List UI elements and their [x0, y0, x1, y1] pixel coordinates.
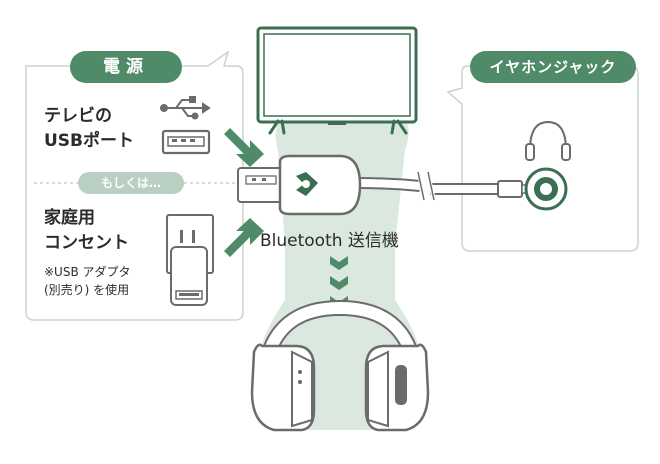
headphones-icon	[250, 299, 430, 432]
tv-icon	[256, 26, 418, 135]
usb-port-icon	[161, 129, 211, 155]
transmitter-label: Bluetooth 送信機	[260, 231, 399, 251]
power-panel-title: 電源	[70, 51, 182, 83]
jack-panel	[446, 65, 639, 252]
outlet-label-line2: コンセント	[44, 233, 129, 253]
arrow-icon	[224, 128, 264, 257]
or-label: もしくは…	[78, 172, 184, 194]
adapter-note-line1: ※USB アダプタ	[44, 265, 131, 279]
usb-symbol-icon	[160, 96, 211, 120]
tv-usb-label-line2: USBポート	[44, 131, 135, 151]
jack-panel-title: イヤホンジャック	[470, 51, 636, 83]
audio-jack-icon	[524, 167, 568, 211]
outlet-label-line1: 家庭用	[44, 208, 95, 228]
bluetooth-transmitter-icon	[237, 154, 362, 216]
usb-adapter-icon	[170, 246, 208, 306]
audio-cable	[356, 169, 537, 205]
tv-usb-label-line1: テレビの	[44, 106, 112, 126]
earphone-icon	[525, 120, 571, 161]
adapter-note-line2: (別売り) を使用	[44, 283, 130, 297]
